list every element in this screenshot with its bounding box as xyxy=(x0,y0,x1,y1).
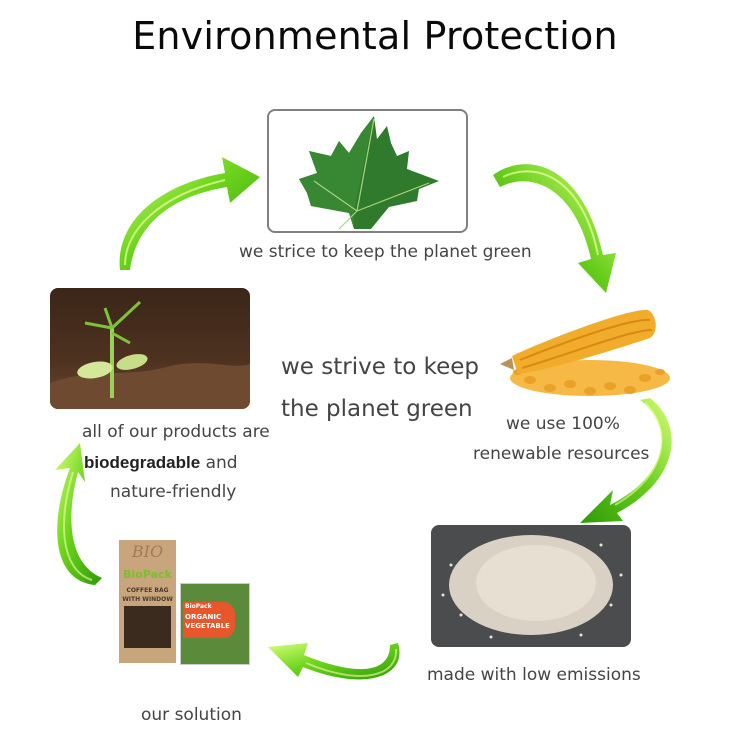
sprout-caption-line2: biodegradable and xyxy=(84,453,238,473)
sprout-caption-line1: all of our products are xyxy=(82,422,270,442)
bag-script: BIO xyxy=(131,542,164,561)
page-title: Environmental Protection xyxy=(132,14,618,58)
center-slogan-line2: the planet green xyxy=(281,396,473,422)
leaf-caption: we strice to keep the planet green xyxy=(239,242,532,262)
pellets-image xyxy=(431,525,631,647)
corn-caption-line2: renewable resources xyxy=(473,444,650,464)
bag-brand: BioPack xyxy=(123,568,172,581)
arrow-to-pellets-icon xyxy=(580,398,672,523)
arrow-to-corn-icon xyxy=(493,164,616,293)
maple-leaf-image xyxy=(267,109,468,233)
sprout-caption-line3: nature-friendly xyxy=(110,482,237,502)
and-text: and xyxy=(205,453,238,473)
veg-line2: VEGETABLE xyxy=(185,622,230,630)
corn-caption-line1: we use 100% xyxy=(506,414,620,434)
bag-window xyxy=(124,606,171,648)
center-slogan: we strive to keep the planet green xyxy=(281,346,479,430)
seedling-image xyxy=(50,288,250,409)
bag-line2: WITH WINDOW xyxy=(122,596,173,603)
vegetable-bag-product: BioPack ORGANIC VEGETABLE xyxy=(180,583,250,665)
arrow-to-solution-icon xyxy=(268,643,400,680)
solution-caption: our solution xyxy=(141,705,242,725)
biodegradable-text: biodegradable xyxy=(84,453,201,472)
bag-line1: COFFEE BAG xyxy=(126,587,169,594)
arrow-to-leaf-icon xyxy=(119,157,261,270)
pellets-caption: made with low emissions xyxy=(427,665,641,685)
veg-line1: ORGANIC xyxy=(185,613,222,621)
coffee-bag-product: BIO BioPack COFFEE BAG WITH WINDOW xyxy=(119,540,176,663)
veg-brand: BioPack xyxy=(185,603,212,610)
corn-image xyxy=(490,298,715,408)
arrow-to-sprout-icon xyxy=(55,443,102,585)
center-slogan-line1: we strive to keep xyxy=(281,354,479,380)
